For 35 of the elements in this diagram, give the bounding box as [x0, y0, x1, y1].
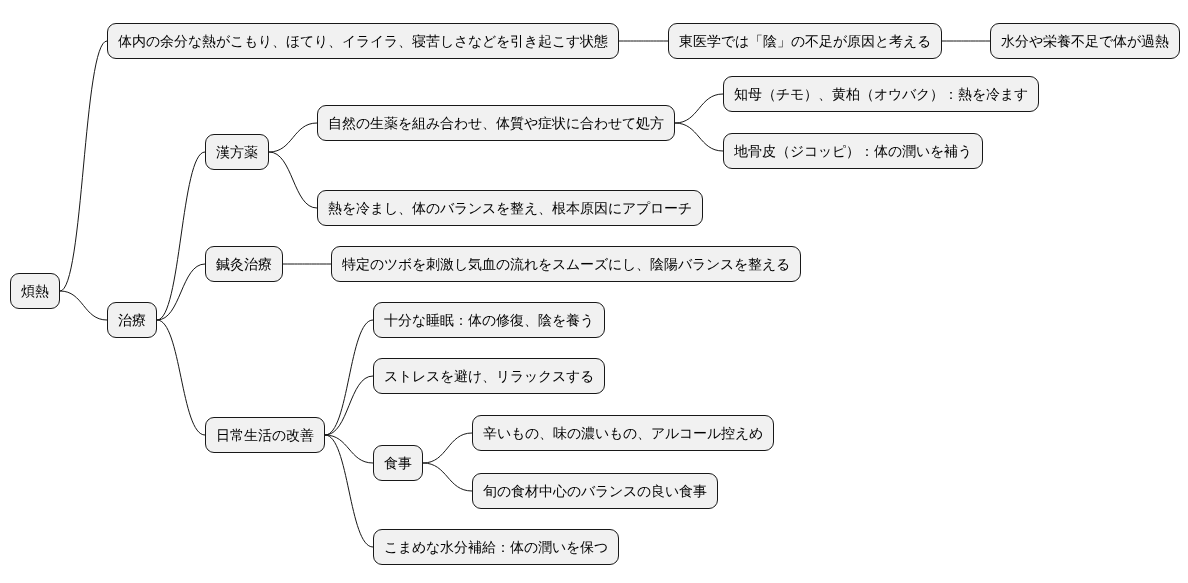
topic-box: 水分や栄養不足で体が過熱 [990, 23, 1180, 59]
topic-box: 体内の余分な熱がこもり、ほてり、イライラ、寝苦しさなどを引き起こす状態 [107, 23, 619, 59]
connector-line [674, 122, 724, 152]
topic-box: 知母（チモ）、黄柏（オウバク）：熱を冷ます [723, 76, 1039, 112]
connector-line [618, 40, 669, 42]
topic-box: ストレスを避け、リラックスする [373, 358, 605, 394]
connector-line [282, 263, 332, 265]
topic-box: 自然の生薬を組み合わせ、体質や症状に合わせて処方 [317, 105, 675, 141]
topic-box: 特定のツボを刺激し気血の流れをスムーズにし、陰陽バランスを整える [331, 246, 801, 282]
topic-box: 辛いもの、味の濃いもの、アルコール控えめ [472, 415, 774, 451]
connector-line [324, 434, 374, 548]
topic-box: 漢方薬 [205, 134, 269, 170]
topic-box: こまめな水分補給：体の潤いを保つ [373, 529, 619, 565]
topic-box: 熱を冷まし、体のバランスを整え、根本原因にアプローチ [317, 190, 703, 226]
connector-line [156, 319, 206, 436]
connector-line [422, 432, 473, 464]
connector-line [156, 263, 206, 321]
connector-line [324, 434, 374, 464]
topic-box: 治療 [107, 302, 157, 338]
topic-box: 煩熱 [10, 273, 60, 309]
topic-box: 東医学では「陰」の不足が原因と考える [668, 23, 942, 59]
connector-line [59, 290, 108, 321]
topic-box: 鍼灸治療 [205, 246, 283, 282]
topic-box: 食事 [373, 445, 423, 481]
topic-box: 日常生活の改善 [205, 417, 325, 453]
connector-line [268, 122, 318, 153]
connector-line [941, 40, 991, 42]
connector-line [324, 375, 374, 436]
connector-line [422, 462, 473, 492]
topic-box: 地骨皮（ジコッピ）：体の潤いを補う [723, 133, 983, 169]
topic-box: 旬の食材中心のバランスの良い食事 [472, 473, 718, 509]
connector-line [268, 151, 318, 209]
connector-line [674, 93, 724, 124]
connector-line [59, 40, 108, 292]
topic-box: 十分な睡眠：体の修復、陰を養う [373, 302, 605, 338]
